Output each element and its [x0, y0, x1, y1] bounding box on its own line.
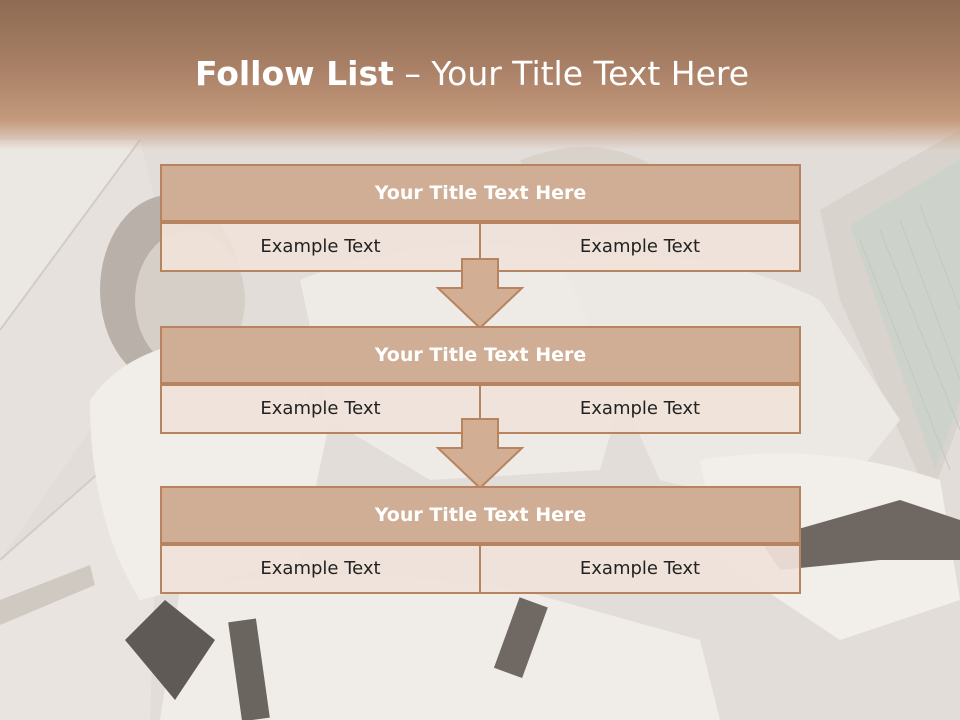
- block-title: Your Title Text Here: [160, 164, 801, 222]
- header-band: [0, 0, 960, 150]
- block-cell-right: Example Text: [479, 222, 801, 272]
- block-cell-right: Example Text: [479, 384, 801, 434]
- block-cell-left: Example Text: [160, 384, 481, 434]
- block-title: Your Title Text Here: [160, 326, 801, 384]
- block-cell-right: Example Text: [479, 544, 801, 594]
- block-title: Your Title Text Here: [160, 486, 801, 544]
- slide-title: Follow List – Your Title Text Here: [0, 54, 944, 93]
- down-arrow-icon: [436, 258, 524, 330]
- block-cell-left: Example Text: [160, 544, 481, 594]
- slide-title-rest: – Your Title Text Here: [393, 54, 750, 93]
- block-cell-left: Example Text: [160, 222, 481, 272]
- down-arrow-icon: [436, 418, 524, 490]
- slide-title-bold: Follow List: [194, 54, 394, 93]
